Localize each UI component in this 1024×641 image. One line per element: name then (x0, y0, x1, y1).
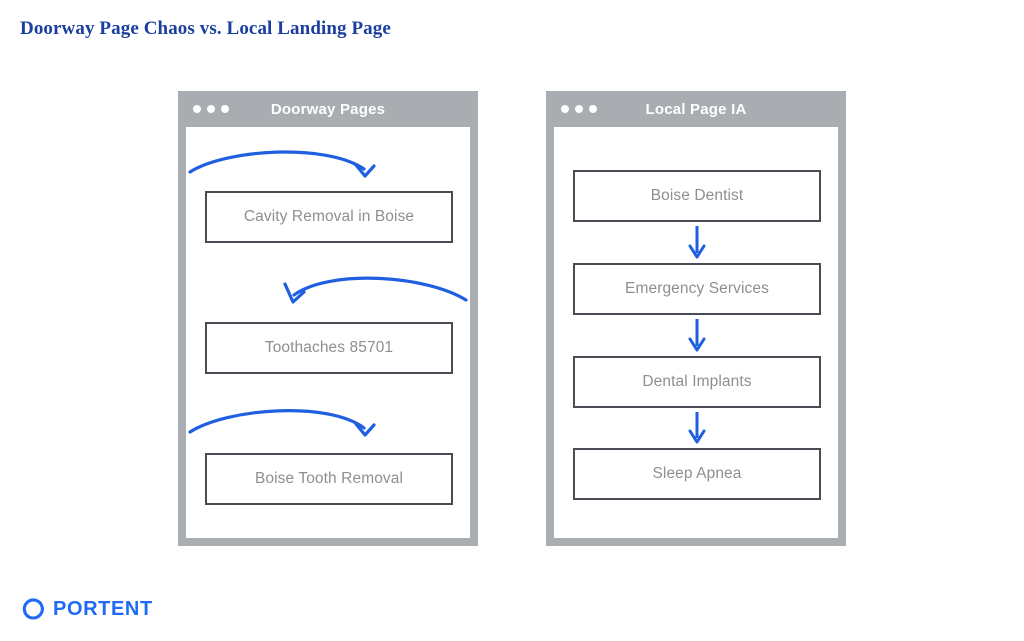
local-node-1[interactable]: Boise Dentist (573, 170, 821, 222)
panel-title-local: Local Page IA (645, 100, 747, 118)
chaotic-arrow-1 (188, 150, 376, 178)
panel-title-doorway: Doorway Pages (270, 100, 386, 118)
portent-ring-icon (22, 598, 44, 620)
window-dot-icon-3 (221, 105, 229, 113)
doorway-node-2[interactable]: Toothaches 85701 (205, 322, 453, 374)
panel-local-page-ia: Local Page IA Boise Dentist Emergency Se… (546, 91, 846, 546)
window-dot-icon-2 (207, 105, 215, 113)
chaotic-arrow-3 (188, 409, 376, 437)
portent-logo-text: PORTENT (53, 597, 153, 620)
panel-body-local: Boise Dentist Emergency Services Dental … (554, 127, 838, 538)
window-dot-icon-2 (575, 105, 583, 113)
window-dot-icon-3 (589, 105, 597, 113)
chaotic-arrow-2 (283, 276, 468, 304)
doorway-node-3[interactable]: Boise Tooth Removal (205, 453, 453, 505)
local-node-2[interactable]: Emergency Services (573, 263, 821, 315)
local-node-4[interactable]: Sleep Apnea (573, 448, 821, 500)
window-controls-dots (193, 105, 229, 113)
window-dot-icon-1 (193, 105, 201, 113)
window-dot-icon-1 (561, 105, 569, 113)
flow-arrow-2 (688, 319, 706, 352)
window-controls-dots (561, 105, 597, 113)
local-node-3[interactable]: Dental Implants (573, 356, 821, 408)
panel-body-doorway: Cavity Removal in Boise Toothaches 85701… (186, 127, 470, 538)
flow-arrow-1 (688, 226, 706, 259)
doorway-node-1[interactable]: Cavity Removal in Boise (205, 191, 453, 243)
page-title: Doorway Page Chaos vs. Local Landing Pag… (20, 18, 391, 39)
panel-titlebar-local: Local Page IA (554, 91, 838, 127)
portent-logo: PORTENT (21, 597, 153, 621)
panel-titlebar-doorway: Doorway Pages (186, 91, 470, 127)
flow-arrow-3 (688, 412, 706, 444)
panel-doorway-pages: Doorway Pages Cavity Removal in Boise To… (178, 91, 478, 546)
